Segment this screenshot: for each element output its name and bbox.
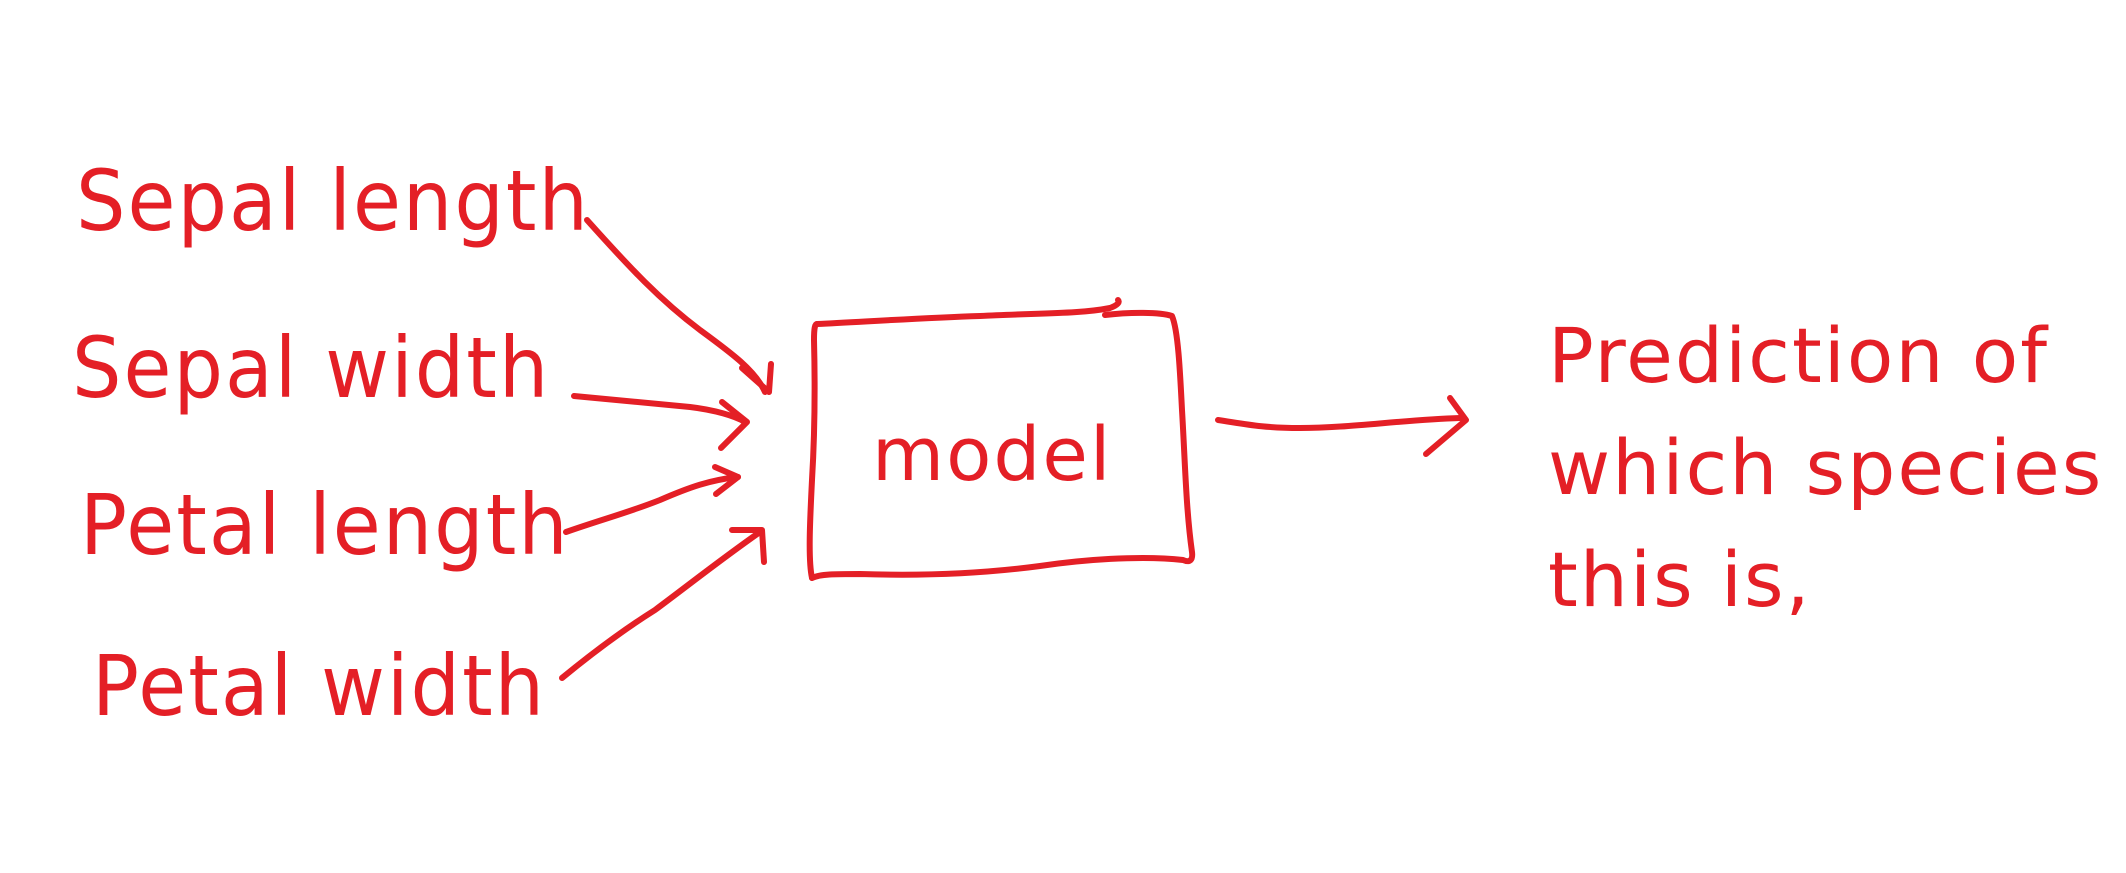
input-label-petal-length: Petal length (80, 477, 570, 575)
input-label-petal-width: Petal width (92, 638, 547, 736)
arrow-petal-width (559, 527, 767, 681)
output-line-2: which species (1548, 423, 2104, 512)
model-box (806, 297, 1196, 581)
input-label-sepal-width: Sepal width (72, 320, 551, 418)
output-line-1: Prediction of (1548, 311, 2049, 400)
output-text: Prediction of which species this is, (1548, 300, 2103, 636)
input-label-sepal-length: Sepal length (76, 153, 590, 251)
arrow-output (1215, 395, 1469, 457)
arrow-petal-length (563, 464, 741, 535)
model-label: model (872, 412, 1113, 498)
arrow-sepal-length (584, 217, 774, 395)
arrow-sepal-width (571, 393, 750, 451)
output-line-3: this is, (1548, 535, 1812, 624)
